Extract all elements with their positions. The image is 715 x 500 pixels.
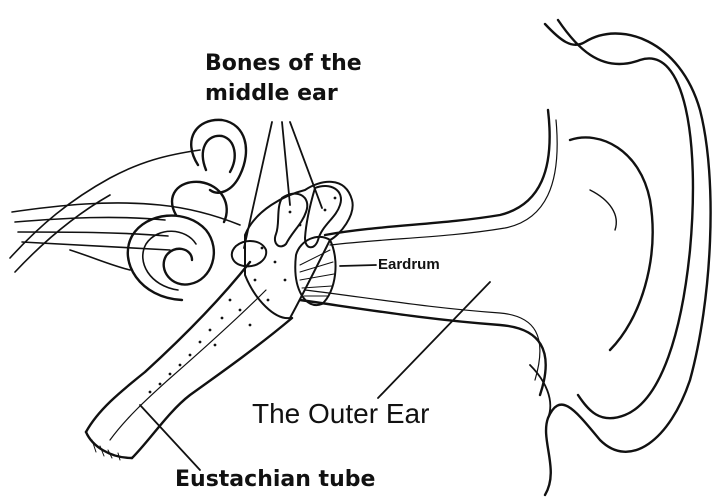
eustachian-label: Eustachian tube — [175, 466, 375, 494]
eardrum-label: Eardrum — [378, 256, 440, 273]
ear-canal-upper-wall — [325, 110, 550, 235]
outer-ear-label: The Outer Ear — [252, 398, 429, 430]
incus-shape — [275, 194, 307, 247]
bone-stipple — [149, 197, 337, 394]
leader-eardrum — [340, 265, 376, 266]
leader-outer-ear — [378, 282, 490, 398]
concha-detail — [590, 190, 616, 230]
leader-bones-1 — [244, 122, 272, 248]
ear-canal-inner-upper — [330, 120, 557, 245]
leader-bones-3 — [290, 122, 322, 208]
eustachian-tube-lower — [132, 318, 292, 458]
cochlea-inner — [143, 231, 196, 290]
auricle-inner-fold — [558, 20, 693, 418]
antihelix — [570, 138, 653, 351]
leader-bones-2 — [282, 122, 290, 205]
auricle-outer-edge — [545, 24, 711, 495]
bones-label-line1: Bones of the — [205, 50, 362, 78]
eustachian-tube-end — [86, 432, 132, 458]
cochlea-outer — [128, 216, 214, 300]
semicircular-canal-2 — [203, 136, 235, 172]
eustachian-tube-inner — [110, 290, 266, 440]
ear-canal-inner-lower — [305, 290, 540, 380]
bones-label-line2: middle ear — [205, 80, 338, 108]
